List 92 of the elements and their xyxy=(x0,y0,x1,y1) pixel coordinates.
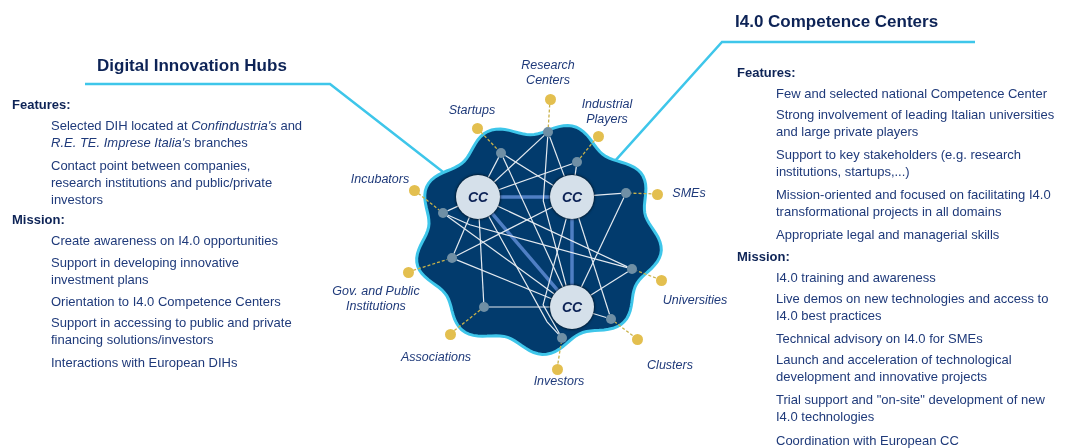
node-dot xyxy=(627,264,637,274)
stakeholder-label: Startups xyxy=(447,103,497,118)
list-item: Technical advisory on I4.0 for SMEs xyxy=(776,330,984,347)
heading: I4.0 Competence Centers xyxy=(735,12,939,32)
connector-line xyxy=(542,136,567,287)
section-heading: Mission: xyxy=(737,248,791,265)
dashed-connector xyxy=(614,321,634,337)
node-dot xyxy=(631,333,643,345)
list-item: I4.0 training and awareness xyxy=(776,269,937,286)
leader-line xyxy=(85,82,445,174)
section-heading: Features: xyxy=(12,96,72,113)
node-dot xyxy=(408,184,420,196)
connector-line xyxy=(570,219,574,285)
connector-line xyxy=(488,215,560,335)
list-item: Live demos on new technologies and access to I4.0 best practices xyxy=(776,290,1050,324)
node-dot xyxy=(444,328,456,340)
stakeholder-label: Investors xyxy=(532,374,586,389)
connector-line xyxy=(497,205,629,268)
connector-line xyxy=(493,134,545,183)
node-dot xyxy=(606,314,616,324)
dashed-connector xyxy=(636,270,657,279)
list-item: Selected DIH located at Confindustria's and R.E. TE. Imprese Italia's branches xyxy=(51,117,303,151)
list-item: Few and selected national Competence Center xyxy=(776,85,1048,102)
leader-line xyxy=(614,40,975,162)
connector-line xyxy=(502,156,564,288)
connector-line xyxy=(446,205,459,212)
node-dot xyxy=(651,188,663,200)
connector-line xyxy=(592,312,607,319)
node-dot xyxy=(572,157,582,167)
list-item: Mission-oriented and focused on facilitating I4.0 transformational projects in all domains xyxy=(776,186,1052,220)
node-dot xyxy=(621,188,631,198)
connector-line xyxy=(500,195,550,199)
node-dot xyxy=(447,253,457,263)
connector-line xyxy=(456,259,553,300)
list-item: Interactions with European DIHs xyxy=(51,354,239,371)
list-item: Contact point between companies, research institutions and public/private investors xyxy=(51,157,274,208)
connector-line xyxy=(498,163,573,191)
dashed-connector xyxy=(579,139,596,159)
stakeholder-label: Gov. and Public Institutions xyxy=(331,284,421,314)
connector-line xyxy=(447,214,628,269)
list-item: Support in accessing to public and private financing solutions/investors xyxy=(51,314,293,348)
section-heading: Mission: xyxy=(12,211,66,228)
stakeholder-label: Research Centers xyxy=(520,58,576,88)
node-dot xyxy=(479,302,489,312)
dashed-connector xyxy=(412,258,448,271)
list-item: Strong involvement of leading Italian universities and large private players xyxy=(776,106,1056,140)
connector-line xyxy=(590,271,629,296)
stakeholder-label: Associations xyxy=(399,350,473,365)
connector-line xyxy=(580,196,625,288)
dashed-connector xyxy=(630,192,653,195)
stakeholder-label: Incubators xyxy=(349,172,411,187)
connector-line xyxy=(574,166,577,176)
node-dot xyxy=(543,127,553,137)
connector-line xyxy=(446,215,555,295)
dashed-connector xyxy=(453,309,481,332)
list-item: Support in developing innovative investment plans xyxy=(51,254,240,288)
section-heading: Features: xyxy=(737,64,797,81)
node-dot xyxy=(557,333,567,343)
heading: Digital Innovation Hubs xyxy=(97,56,287,76)
dashed-connector xyxy=(547,103,551,128)
node-dot xyxy=(655,274,667,286)
connector-line xyxy=(453,216,470,254)
node-dot xyxy=(496,148,506,158)
node-dot xyxy=(551,363,563,375)
connector-line xyxy=(487,156,500,179)
dashed-connector xyxy=(557,342,562,365)
connector-line xyxy=(542,217,567,335)
stakeholder-label: SMEs xyxy=(671,186,707,201)
dashed-connector xyxy=(480,131,499,151)
node-dot xyxy=(438,208,448,218)
node-dot xyxy=(592,130,604,142)
connector-line xyxy=(504,155,554,186)
connector-line xyxy=(593,192,622,196)
connector-line xyxy=(488,306,551,308)
node-dot xyxy=(471,122,483,134)
connector-line xyxy=(455,206,553,257)
list-item: Orientation to I4.0 Competence Centers xyxy=(51,293,282,310)
connector-line xyxy=(478,218,485,303)
node-dot xyxy=(402,266,414,278)
stakeholder-label: Universities xyxy=(661,293,729,308)
list-item: Support to key stakeholders (e.g. research institutions, startups,...) xyxy=(776,146,1022,180)
connector-line xyxy=(549,136,565,177)
node-dot xyxy=(544,93,556,105)
stakeholder-label: Clusters xyxy=(646,358,694,373)
connector-line xyxy=(490,212,560,292)
list-item: Create awareness on I4.0 opportunities xyxy=(51,232,279,249)
list-item: Appropriate legal and managerial skills xyxy=(776,226,1001,243)
list-item: Coordination with European CC xyxy=(776,432,960,448)
connector-line xyxy=(578,217,611,315)
stakeholder-label: Industrial Players xyxy=(580,97,634,127)
list-item: Trial support and "on-site" development of new I4.0 technologies xyxy=(776,391,1046,425)
list-item: Launch and acceleration of technological development and innovative projects xyxy=(776,351,1013,385)
